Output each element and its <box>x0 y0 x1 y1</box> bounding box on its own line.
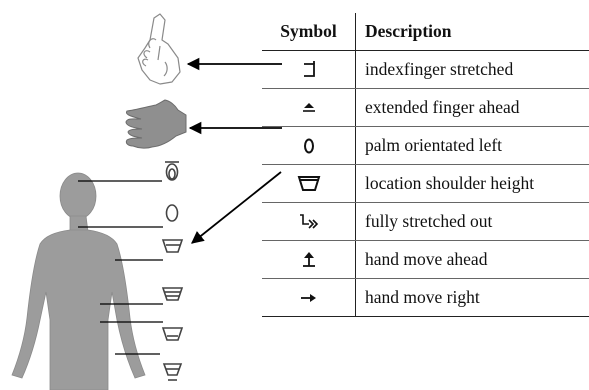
flat-hand-icon <box>126 100 186 148</box>
head-location-marker-icon <box>167 205 178 221</box>
fully-stretched-out-symbol-icon <box>295 211 323 233</box>
description-cell: palm orientated left <box>356 127 589 165</box>
symbol-cell <box>262 279 356 317</box>
shoulder-location-marker-icon <box>163 240 182 252</box>
table-row: fully stretched out <box>262 203 589 241</box>
symbol-cell <box>262 203 356 241</box>
pointing-hand-icon <box>138 14 180 84</box>
description-cell: hand move right <box>356 279 589 317</box>
shoulder-height-location-symbol-icon <box>295 173 323 195</box>
chest-location-marker-icon <box>163 288 182 300</box>
symbol-column-header: Symbol <box>262 13 356 51</box>
waist-location-marker-icon <box>163 328 182 340</box>
extended-finger-ahead-symbol-icon <box>299 98 319 118</box>
symbol-description-table: Symbol Description indexfinger stretched… <box>262 13 589 317</box>
symbol-cell <box>262 241 356 279</box>
hip-location-marker-icon <box>164 364 181 380</box>
hand-move-ahead-symbol-icon <box>299 249 319 271</box>
description-cell: location shoulder height <box>356 165 589 203</box>
description-cell: fully stretched out <box>356 203 589 241</box>
table-row: extended finger ahead <box>262 89 589 127</box>
hand-move-right-symbol-icon <box>298 288 320 308</box>
head-top-location-marker-icon <box>165 162 179 180</box>
symbol-cell <box>262 51 356 89</box>
symbol-cell <box>262 165 356 203</box>
description-cell: extended finger ahead <box>356 89 589 127</box>
table-row: location shoulder height <box>262 165 589 203</box>
description-cell: indexfinger stretched <box>356 51 589 89</box>
palm-orientated-left-symbol-icon <box>299 135 319 157</box>
location-markers <box>163 162 182 380</box>
table-header-row: Symbol Description <box>262 13 589 51</box>
index-finger-stretched-symbol-icon <box>298 60 320 80</box>
description-column-header: Description <box>356 13 589 51</box>
table-row: palm orientated left <box>262 127 589 165</box>
table-row: indexfinger stretched <box>262 51 589 89</box>
symbol-cell <box>262 127 356 165</box>
symbol-cell <box>262 89 356 127</box>
description-cell: hand move ahead <box>356 241 589 279</box>
human-body-silhouette-icon <box>12 173 145 390</box>
table-row: hand move right <box>262 279 589 317</box>
table-row: hand move ahead <box>262 241 589 279</box>
